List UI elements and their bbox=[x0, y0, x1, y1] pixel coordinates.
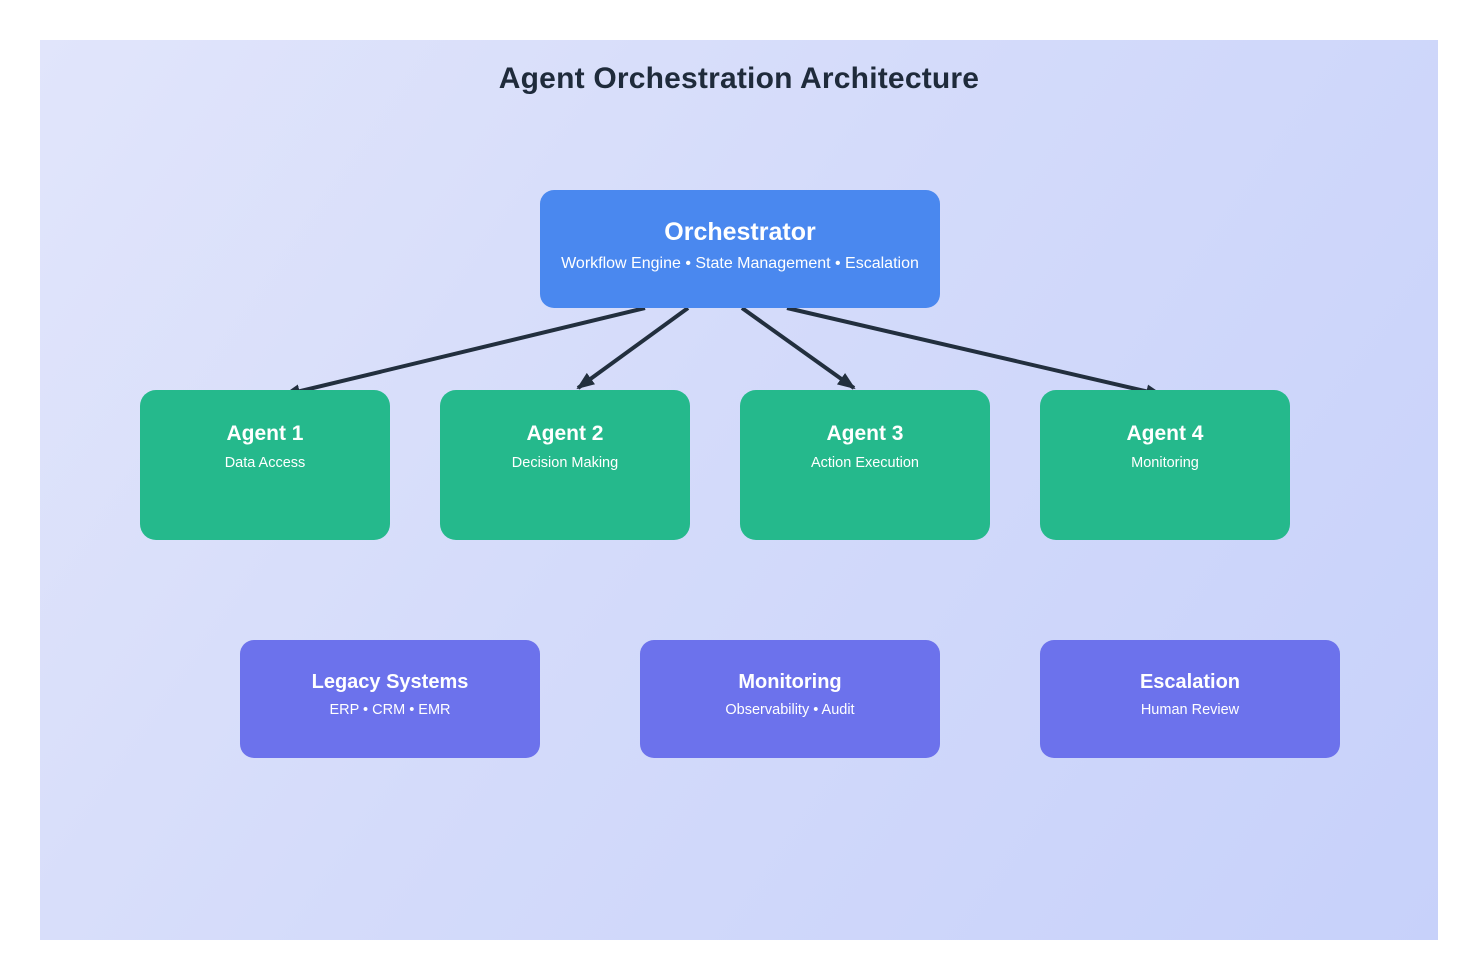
orchestrator-subtitle: Workflow Engine • State Management • Esc… bbox=[561, 255, 919, 272]
monitoring-node: Monitoring Observability • Audit bbox=[640, 640, 940, 758]
legacy-systems-title: Legacy Systems bbox=[311, 671, 469, 693]
agent-4-title: Agent 4 bbox=[1126, 422, 1204, 445]
agent-3-subtitle: Action Execution bbox=[810, 455, 919, 471]
monitoring-title: Monitoring bbox=[738, 671, 842, 693]
arrow-orchestrator-to-agent-4 bbox=[786, 306, 1164, 399]
agent-3-node: Agent 3 Action Execution bbox=[740, 390, 990, 540]
agent-2-subtitle: Decision Making bbox=[511, 455, 619, 471]
legacy-systems-subtitle: ERP • CRM • EMR bbox=[329, 702, 451, 718]
agent-2-title: Agent 2 bbox=[526, 422, 604, 445]
diagram-canvas: Agent Orchestration Architecture Orchest… bbox=[40, 40, 1438, 940]
agent-1-title: Agent 1 bbox=[226, 422, 304, 445]
agent-1-subtitle: Data Access bbox=[224, 455, 306, 471]
escalation-node: Escalation Human Review bbox=[1040, 640, 1340, 758]
diagram-title: Agent Orchestration Architecture bbox=[498, 62, 980, 95]
orchestrator-node: Orchestrator Workflow Engine • State Man… bbox=[540, 190, 940, 308]
agent-2-node: Agent 2 Decision Making bbox=[440, 390, 690, 540]
agent-4-node: Agent 4 Monitoring bbox=[1040, 390, 1290, 540]
monitoring-subtitle: Observability • Audit bbox=[725, 702, 855, 718]
agent-4-subtitle: Monitoring bbox=[1131, 455, 1199, 471]
escalation-subtitle: Human Review bbox=[1140, 702, 1240, 718]
escalation-title: Escalation bbox=[1139, 671, 1241, 693]
orchestrator-title: Orchestrator bbox=[664, 218, 816, 246]
agent-3-title: Agent 3 bbox=[826, 422, 904, 445]
arrow-orchestrator-to-agent-3 bbox=[740, 306, 856, 390]
arrow-orchestrator-to-agent-2 bbox=[576, 306, 690, 390]
legacy-systems-node: Legacy Systems ERP • CRM • EMR bbox=[240, 640, 540, 758]
arrow-orchestrator-to-agent-1 bbox=[282, 306, 646, 399]
agent-1-node: Agent 1 Data Access bbox=[140, 390, 390, 540]
